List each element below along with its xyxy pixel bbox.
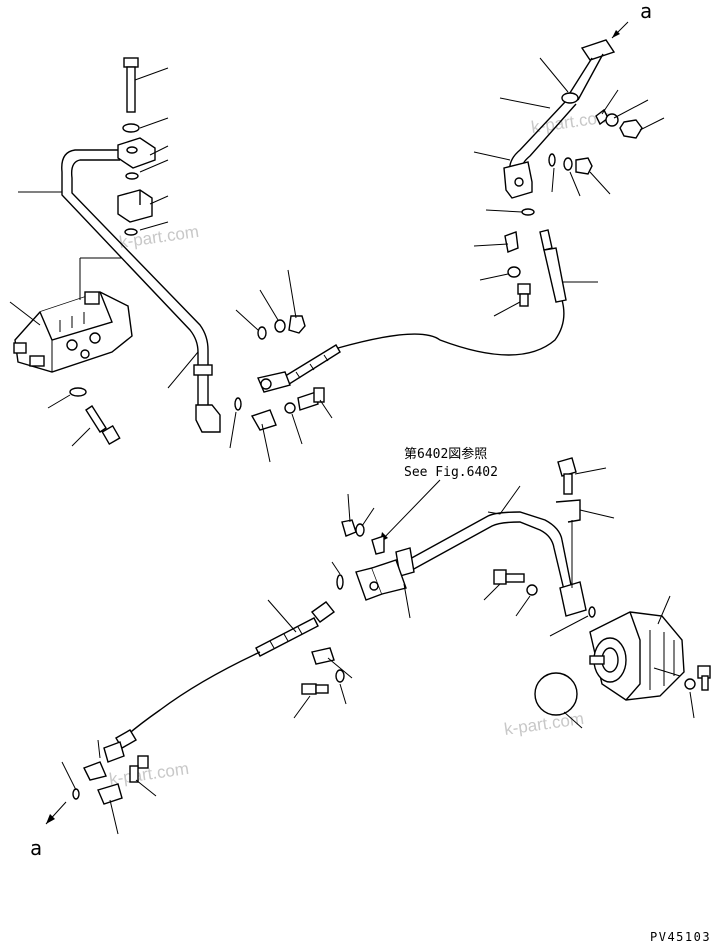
- o-ring: [124, 228, 138, 236]
- bracket: [555, 499, 581, 523]
- reference-arrow-top: a: [611, 0, 652, 39]
- figure-note-english: See Fig.6402: [404, 465, 498, 480]
- reference-marker-a: a: [640, 0, 652, 23]
- bracket-bolt: [557, 457, 577, 495]
- washer: [335, 669, 345, 683]
- o-ring: [257, 326, 267, 340]
- split-flange: [311, 647, 335, 665]
- nut: [341, 519, 357, 537]
- washer: [355, 523, 365, 537]
- watermark: k-part.com: [118, 222, 200, 252]
- flange-block: [117, 189, 153, 223]
- reference-arrow-bottom: a: [30, 801, 67, 860]
- hose-lower: [103, 601, 336, 763]
- watermark: k-part.com: [108, 759, 190, 789]
- split-flange: [97, 783, 123, 805]
- washer: [69, 387, 87, 397]
- watermark: k-part.com: [503, 709, 585, 739]
- pipe-elbow-top-right: [503, 39, 616, 199]
- leader-lines-bottom: [61, 467, 695, 835]
- washer: [274, 319, 286, 333]
- upper-suction-tube: [61, 149, 221, 433]
- pump-gasket: [534, 672, 578, 716]
- nut: [575, 157, 593, 175]
- washer: [284, 402, 296, 414]
- washer: [563, 157, 573, 171]
- hose-fitting: [539, 229, 567, 303]
- pump-delivery-tube: [355, 511, 587, 617]
- split-flange: [117, 137, 156, 169]
- o-ring: [521, 208, 535, 216]
- washer: [526, 584, 538, 596]
- clamp: [371, 535, 385, 555]
- note-leader: [379, 479, 441, 543]
- washer: [605, 113, 619, 127]
- o-ring: [72, 788, 80, 800]
- split-flange: [504, 231, 519, 253]
- o-ring: [336, 574, 344, 590]
- split-flange: [83, 761, 107, 781]
- washer: [122, 123, 140, 133]
- figure-code: PV45103: [650, 930, 711, 944]
- flange-bolt: [517, 283, 531, 307]
- o-ring: [548, 153, 556, 167]
- hydraulic-pump: [589, 611, 685, 701]
- hose-top: [257, 299, 565, 393]
- pump-bolt: [697, 665, 711, 691]
- nut: [619, 119, 643, 139]
- washer: [507, 266, 521, 278]
- flange-bolt: [123, 57, 139, 113]
- o-ring: [234, 397, 242, 411]
- reference-marker-a: a: [30, 836, 42, 860]
- washer: [684, 678, 696, 690]
- o-ring: [125, 172, 139, 180]
- flange-bolt: [297, 387, 325, 411]
- split-flange: [250, 409, 277, 431]
- flange-bolt: [129, 755, 149, 783]
- figure-note-japanese: 第6402図参照: [404, 446, 487, 462]
- o-ring: [588, 606, 596, 618]
- flange-bolt: [493, 569, 525, 585]
- leader-lines-top: [9, 57, 665, 463]
- control-valve: [13, 291, 133, 373]
- flange-bolt: [301, 683, 329, 695]
- nut: [288, 315, 306, 334]
- valve-bolt: [85, 405, 121, 446]
